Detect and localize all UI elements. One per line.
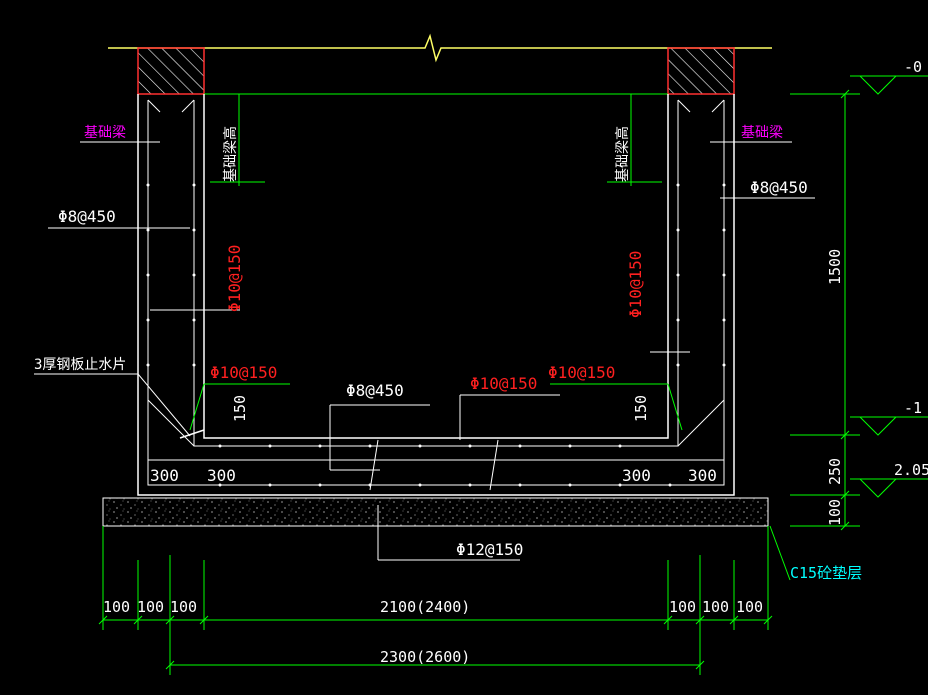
dim-300-right-b: 300: [688, 466, 717, 485]
rebar-vert-label-left: Φ10@150: [225, 245, 244, 312]
beam-label-left: 基础梁: [84, 124, 126, 141]
ground-line: [108, 33, 772, 63]
beam-right-section: [667, 47, 735, 95]
rebar-slab-dist-label: Φ8@450: [346, 381, 404, 400]
leader-lines: [34, 141, 815, 561]
rebar-corner-label-left: Φ10@150: [210, 363, 277, 382]
haunch-label-left: 150: [231, 395, 249, 422]
elevation-bot: 2.05: [894, 461, 928, 479]
dim-vert-100: 100: [826, 499, 844, 526]
rebar-lines: [147, 99, 725, 491]
dim-row1-1: 100: [137, 598, 164, 616]
dim-vert-250: 250: [826, 458, 844, 485]
cushion-layer: [102, 497, 769, 527]
dim-row1-0: 100: [103, 598, 130, 616]
waterstop-label: 3厚钢板止水片: [34, 357, 126, 373]
dim-row1-3: 2100(2400): [380, 598, 470, 616]
dim-row1-2: 100: [170, 598, 197, 616]
rebar-corner-label-right: Φ10@150: [548, 363, 615, 382]
dim-vert-1500: 1500: [826, 249, 844, 285]
elevation-mid: -1: [904, 399, 922, 417]
rebar-wall-label-left: Φ8@450: [58, 207, 116, 226]
dimension-lines: [98, 75, 928, 675]
rebar-slab-mid-label: Φ10@150: [470, 374, 537, 393]
rebar-bottom-label: Φ12@150: [456, 540, 523, 559]
cushion-label: C15砼垫层: [790, 564, 862, 582]
dim-row1-6: 100: [736, 598, 763, 616]
rebar-dots: [146, 183, 726, 487]
dim-row2: 2300(2600): [380, 648, 470, 666]
rebar-wall-label-right: Φ8@450: [750, 178, 808, 197]
dim-row1-5: 100: [702, 598, 729, 616]
leader-lines-green: [189, 181, 791, 581]
beam-left-section: [137, 47, 205, 95]
beam-height-leaders: [238, 94, 632, 186]
beam-height-label-right: 基础梁高: [614, 126, 631, 182]
dim-300-left-b: 300: [207, 466, 236, 485]
haunch-label-right: 150: [632, 395, 650, 422]
dim-row1-4: 100: [669, 598, 696, 616]
beam-height-label-left: 基础梁高: [222, 126, 239, 182]
elevation-top: -0: [904, 58, 922, 76]
dim-300-right-a: 300: [622, 466, 651, 485]
dim-300-left-a: 300: [150, 466, 179, 485]
rebar-vert-label-right: Φ10@150: [626, 251, 645, 318]
beam-label-right: 基础梁: [741, 124, 783, 141]
